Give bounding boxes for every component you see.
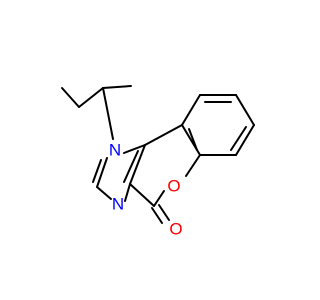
bond — [123, 144, 146, 154]
bond — [129, 144, 146, 185]
bond — [151, 207, 163, 224]
bond — [144, 124, 183, 146]
bond — [230, 126, 247, 151]
bond — [96, 157, 108, 188]
bond — [78, 87, 104, 108]
atom-label-n1: N — [109, 141, 121, 160]
atom-label-o-ring: O — [167, 177, 180, 196]
bond — [235, 94, 255, 126]
bond — [123, 150, 139, 183]
structure-diagram: N N O O — [61, 85, 255, 239]
bond — [129, 183, 155, 207]
bond — [124, 183, 131, 202]
bond — [102, 85, 132, 89]
bond — [61, 87, 80, 108]
bond — [96, 186, 112, 200]
bond — [188, 128, 198, 151]
bond — [235, 124, 255, 156]
molecule-drawing: N N O O — [61, 85, 255, 239]
bond — [102, 87, 114, 140]
atom-label-n2: N — [112, 195, 124, 214]
bond — [158, 204, 170, 221]
bond — [181, 94, 201, 126]
bond — [92, 159, 102, 183]
bond — [153, 190, 165, 207]
atom-label-o-carbonyl: O — [169, 220, 182, 239]
bond — [185, 154, 201, 177]
